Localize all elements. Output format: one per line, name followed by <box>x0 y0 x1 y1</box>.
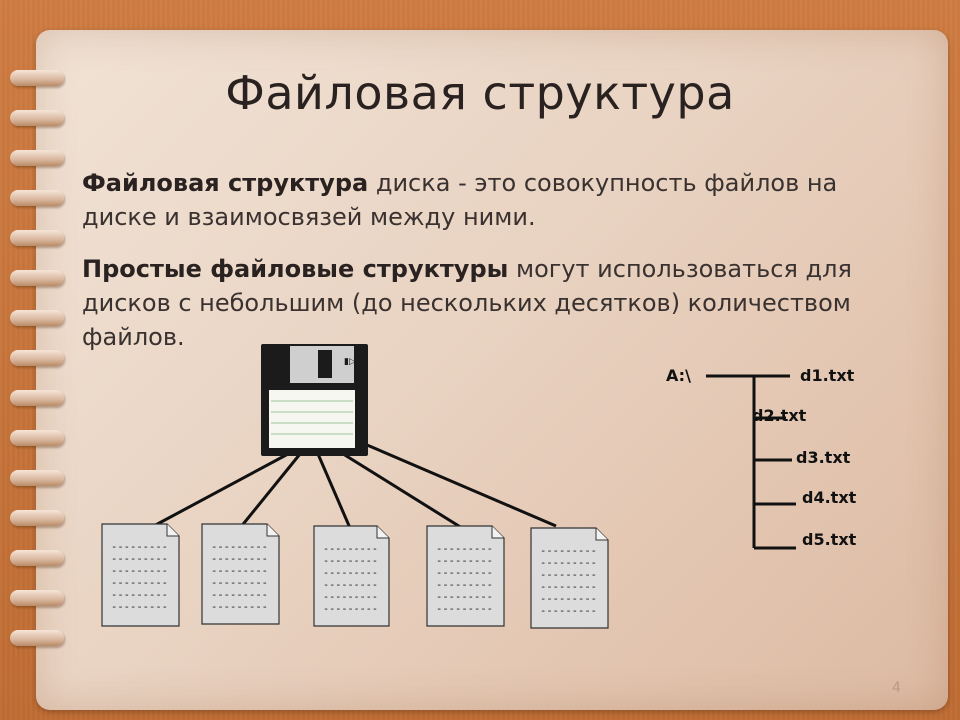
file-line: --------- <box>111 540 168 553</box>
file-line: --------- <box>540 592 597 605</box>
file-line: --------- <box>540 580 597 593</box>
ring <box>10 230 64 246</box>
tree-root: A:\ <box>666 366 691 385</box>
file-line: --------- <box>436 590 493 603</box>
file-line: --------- <box>540 604 597 617</box>
file-line: --------- <box>323 602 378 615</box>
ring <box>10 470 64 486</box>
simple-structures-paragraph: Простые файловые структуры могут использ… <box>82 252 912 354</box>
svg-text:▮▷: ▮▷ <box>344 357 356 367</box>
notebook-rings <box>0 0 80 720</box>
file-line: --------- <box>436 542 493 555</box>
file-line: --------- <box>211 576 268 589</box>
file-line: --------- <box>211 588 268 601</box>
simple-structures-term: Простые файловые структуры <box>82 255 509 283</box>
file-line: --------- <box>323 566 378 579</box>
file-line: --------- <box>323 542 378 555</box>
file-line: --------- <box>211 552 268 565</box>
slide-title: Файловая структура <box>225 66 735 120</box>
file-line: --------- <box>436 602 493 615</box>
file-line: --------- <box>436 578 493 591</box>
ring <box>10 630 64 646</box>
ring <box>10 590 64 606</box>
file-line: --------- <box>111 588 168 601</box>
file-line: --------- <box>436 554 493 567</box>
ring <box>10 390 64 406</box>
ring <box>10 150 64 166</box>
file-line: --------- <box>540 544 597 557</box>
connector-line <box>339 450 463 530</box>
ring <box>10 310 64 326</box>
file-line: --------- <box>211 564 268 577</box>
file-line: --------- <box>111 564 168 577</box>
simple-structures-text: могут использоваться для дисков с неболь… <box>82 255 852 351</box>
ring <box>10 110 64 126</box>
file-document-icon: ----------------------------------------… <box>101 523 180 627</box>
tree-lines <box>706 374 796 550</box>
tree-file-d2: d2.txt <box>752 406 807 425</box>
tree-file-d3: d3.txt <box>796 448 851 467</box>
file-document-icon: ----------------------------------------… <box>313 525 390 627</box>
ring <box>10 430 64 446</box>
ring <box>10 510 64 526</box>
file-line: --------- <box>323 590 378 603</box>
tree-file-d1: d1.txt <box>800 366 855 385</box>
file-document-icon: ----------------------------------------… <box>530 527 609 629</box>
file-line: --------- <box>111 600 168 613</box>
page-number: 4 <box>892 680 901 696</box>
definition-text: диска - это совокупность файлов на диске… <box>82 169 838 231</box>
definition-paragraph: Файловая структура диска - это совокупно… <box>82 166 912 234</box>
file-document-icon: ----------------------------------------… <box>426 525 505 627</box>
tree-file-d5: d5.txt <box>802 530 857 549</box>
tree-file-d4: d4.txt <box>802 488 857 507</box>
definition-term: Файловая структура <box>82 169 369 197</box>
file-line: --------- <box>323 578 378 591</box>
file-line: --------- <box>211 540 268 553</box>
connector-line <box>359 440 557 528</box>
file-line: --------- <box>323 554 378 567</box>
file-line: --------- <box>111 552 168 565</box>
connector-line <box>316 453 352 529</box>
file-line: --------- <box>111 576 168 589</box>
floppy-disk-icon: ▮▷ <box>261 344 368 456</box>
file-line: --------- <box>211 600 268 613</box>
ring <box>10 190 64 206</box>
connector-lines <box>149 440 557 530</box>
file-document-icon: ----------------------------------------… <box>201 523 280 625</box>
ring <box>10 550 64 566</box>
ring <box>10 270 64 286</box>
ring <box>10 350 64 366</box>
file-line: --------- <box>540 568 597 581</box>
connector-line <box>149 452 289 530</box>
ring <box>10 70 64 86</box>
file-line: --------- <box>540 556 597 569</box>
file-line: --------- <box>436 566 493 579</box>
connector-line <box>238 453 302 529</box>
file-documents: ----------------------------------------… <box>101 523 609 629</box>
